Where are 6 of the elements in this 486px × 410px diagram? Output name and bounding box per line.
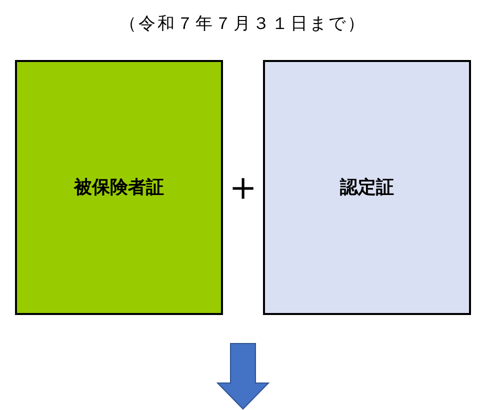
card-box — [263, 60, 471, 315]
card-box — [15, 60, 223, 315]
plus-sign: ＋ — [223, 167, 263, 207]
card-title: 認定証 — [340, 176, 394, 198]
card-title: 被保険者証 — [74, 176, 164, 198]
title-text: （令和７年７月３１日まで） — [120, 14, 366, 34]
